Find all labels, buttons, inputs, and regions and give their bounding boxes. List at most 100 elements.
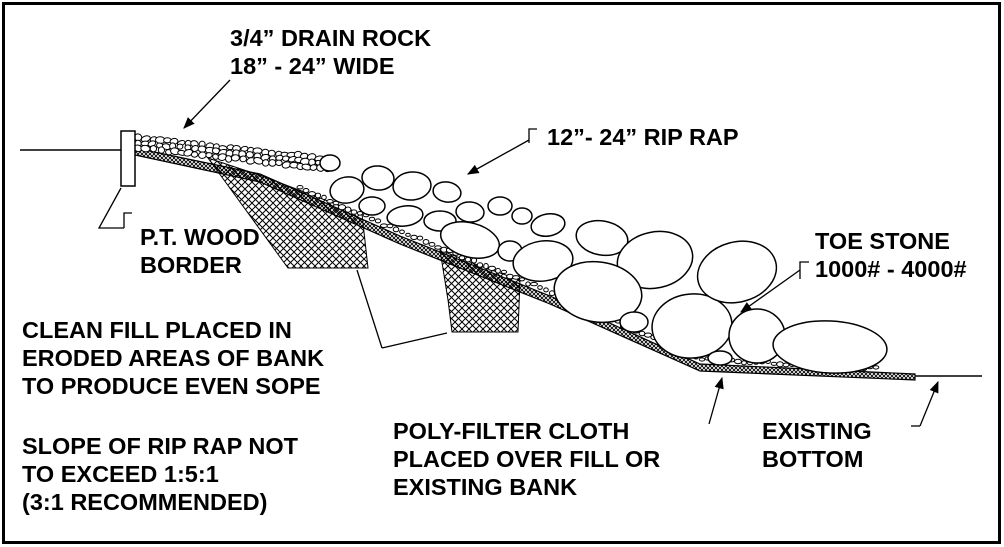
bedding-gravel-pebble xyxy=(698,357,706,362)
drain-rock-pebble xyxy=(157,146,166,154)
filter-cloth-label-line-2: PLACED OVER FILL OR xyxy=(393,446,661,472)
slope-note-line-1: SLOPE OF RIP RAP NOT xyxy=(22,433,298,459)
rip-rap-label-line-1: 12”- 24” RIP RAP xyxy=(547,124,739,150)
rip-rap-leader-bracket xyxy=(528,128,537,143)
existing-bottom-label-line-1: EXISTING xyxy=(762,418,872,444)
bedding-gravel-pebble xyxy=(422,239,430,245)
bedding-gravel-pebble xyxy=(392,226,400,233)
clean-fill-leader-lower xyxy=(381,332,448,349)
bedding-gravel-pebble xyxy=(734,358,742,365)
bedding-gravel-pebble xyxy=(326,199,334,204)
filter-cloth-band xyxy=(134,147,916,381)
drain-rock-pebble xyxy=(268,159,277,167)
drain-rock-label-line-2: 18” - 24” WIDE xyxy=(230,53,395,79)
bedding-gravel-pebble xyxy=(543,287,549,293)
wood-border-leader xyxy=(97,187,124,229)
filter-cloth-label-line-1: POLY-FILTER CLOTH xyxy=(393,418,630,444)
existing-bottom-leader xyxy=(919,380,939,427)
existing-bottom-label: EXISTING BOTTOM xyxy=(762,417,872,473)
clean-fill-label: CLEAN FILL PLACED IN ERODED AREAS OF BAN… xyxy=(22,316,324,400)
rip-rap-stone xyxy=(361,165,395,191)
bedding-gravel-pebble xyxy=(344,206,352,213)
bedding-gravel-pebble xyxy=(770,361,778,366)
wood-border-post xyxy=(120,130,136,187)
bedding-gravel-pebble xyxy=(368,216,376,222)
bedding-gravel-pebble xyxy=(483,263,489,270)
drain-rock-pebble xyxy=(239,155,247,163)
toe-stone xyxy=(553,260,643,324)
bedding-gravel-pebble xyxy=(350,209,358,215)
slope-note-label: SLOPE OF RIP RAP NOT TO EXCEED 1:5:1 (3:… xyxy=(22,432,298,516)
bedding-gravel-pebble xyxy=(476,262,484,268)
drain-rock-leader xyxy=(183,79,231,129)
drain-rock-label-line-1: 3/4” DRAIN ROCK xyxy=(230,25,432,51)
toe-stone-label-line-1: TOE STONE xyxy=(815,228,950,254)
toe-stone-label-line-2: 1000# - 4000# xyxy=(815,256,967,282)
rip-rap-leader xyxy=(466,139,530,175)
slope-note-line-2: TO EXCEED 1:5:1 xyxy=(22,461,219,487)
bedding-gravel-pebble xyxy=(356,211,364,216)
rip-rap-stone xyxy=(455,201,485,223)
drain-rock-pebble xyxy=(205,152,213,159)
bedding-gravel-pebble xyxy=(488,265,496,272)
rip-rap-stone xyxy=(530,213,566,237)
bedding-gravel-pebble xyxy=(374,218,382,224)
bedding-gravel-pebble xyxy=(782,362,790,368)
rip-rap-stone xyxy=(432,181,462,203)
drain-rock-pebble xyxy=(183,149,194,157)
rip-rap-stone xyxy=(386,205,424,227)
wood-border-label-line-2: BORDER xyxy=(140,252,242,278)
slope-note-line-3: (3:1 RECOMMENDED) xyxy=(22,489,268,515)
rip-rap-stones xyxy=(319,154,888,374)
bedding-gravel-pebble xyxy=(410,234,418,241)
bedding-gravel-pebble xyxy=(321,194,327,200)
wood-border-label: P.T. WOOD BORDER xyxy=(140,223,260,279)
wood-border-leader-bracket xyxy=(123,212,132,228)
bedding-gravel-pebble xyxy=(500,269,508,274)
drain-rock-pebble xyxy=(176,143,184,150)
rip-rap-stone xyxy=(329,176,365,204)
bedding-gravel-pebble xyxy=(537,285,543,290)
bedding-gravel-pebble xyxy=(428,242,436,247)
drain-rock-pebble xyxy=(190,151,199,158)
existing-bottom-label-line-2: BOTTOM xyxy=(762,446,864,472)
drain-rock-pebble xyxy=(149,145,158,153)
bedding-gravel-pebble xyxy=(405,232,411,237)
toe-stone-leader-bracket xyxy=(799,261,809,279)
toe-stone-leader xyxy=(740,269,801,313)
bedding-gravel-pebble xyxy=(416,235,424,241)
wood-border-label-line-1: P.T. WOOD xyxy=(140,224,260,250)
rip-rap-stone xyxy=(512,240,574,282)
bedding-gravel-pebble xyxy=(525,281,531,287)
bedding-gravel-pebble xyxy=(495,267,501,274)
bedding-gravel-pebble xyxy=(337,204,347,211)
bedding-gravel-pebble xyxy=(434,245,442,250)
clean-fill-label-line-1: CLEAN FILL PLACED IN xyxy=(22,317,292,343)
filter-cloth-label-line-3: EXISTING BANK xyxy=(393,474,578,500)
rip-rap-stone xyxy=(707,350,733,366)
drain-rock-label: 3/4” DRAIN ROCK 18” - 24” WIDE xyxy=(230,24,431,80)
rip-rap-stone xyxy=(319,154,341,172)
toe-stone xyxy=(772,320,888,374)
drain-rock-pebble xyxy=(245,151,254,159)
rip-rap-stone xyxy=(619,311,649,333)
filter-cloth-label: POLY-FILTER CLOTH PLACED OVER FILL OR EX… xyxy=(393,417,660,501)
toe-stone xyxy=(696,240,778,304)
bedding-gravel-pebble xyxy=(399,229,405,235)
bedding-gravel-pebble xyxy=(308,191,316,197)
bedding-gravel-pebble xyxy=(314,192,322,199)
rip-rap-label: 12”- 24” RIP RAP xyxy=(547,123,739,151)
bedding-gravel-pebble xyxy=(530,281,538,287)
bedding-gravel-pebble xyxy=(296,185,304,190)
clean-fill-leader-upper xyxy=(356,269,383,349)
clean-fill-label-line-2: ERODED AREAS OF BANK xyxy=(22,345,325,371)
drain-rock-pebble xyxy=(275,159,283,167)
rip-rap-stone xyxy=(392,171,432,201)
bedding-gravel-pebble xyxy=(512,275,520,280)
rip-rap-stone xyxy=(358,196,386,216)
bedding-gravel-pebble xyxy=(379,223,389,228)
bedding-gravel-pebble xyxy=(776,361,784,368)
rip-rap-stone xyxy=(487,196,513,216)
filter-cloth-leader xyxy=(708,376,724,425)
